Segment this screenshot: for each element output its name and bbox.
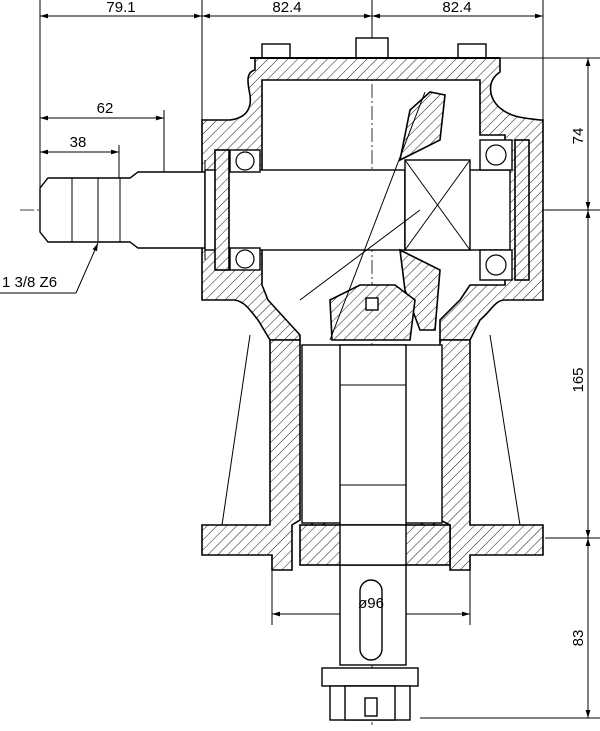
gearbox-housing — [201, 37, 544, 571]
bevel-gears — [299, 91, 471, 341]
output-shaft — [299, 344, 451, 721]
dim-74: 74 — [570, 128, 587, 145]
dim-diameter: ø96 — [358, 595, 384, 612]
dim-top-right: 82.4 — [442, 0, 471, 16]
dim-83: 83 — [570, 630, 587, 647]
dim-spline: 1 3/8 Z6 — [2, 274, 57, 291]
dim-38: 38 — [70, 134, 87, 151]
dim-62: 62 — [97, 100, 114, 117]
dim-top-mid: 82.4 — [272, 0, 301, 16]
dim-165: 165 — [570, 367, 587, 392]
dim-top-left: 79.1 — [106, 0, 135, 16]
